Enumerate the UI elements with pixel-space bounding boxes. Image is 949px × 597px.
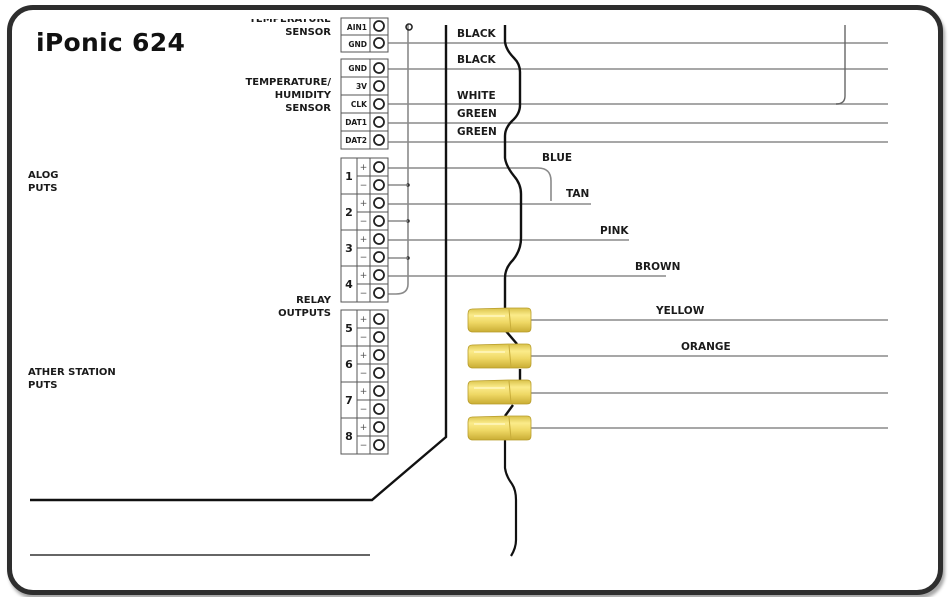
relay-channel-8 bbox=[340, 417, 389, 455]
terminal-screw-icon bbox=[373, 80, 385, 92]
wire-label-green-2: GREEN bbox=[457, 126, 497, 138]
temp-sensor-terminal bbox=[340, 17, 389, 53]
bus-end-mark bbox=[405, 23, 413, 31]
temp-humidity-terminal bbox=[340, 58, 389, 150]
wire-nut-icon bbox=[467, 415, 532, 441]
relay-number: 2 bbox=[345, 206, 353, 219]
polarity-plus: + bbox=[360, 423, 368, 433]
relay-channel-4 bbox=[340, 265, 389, 303]
terminal-screw-icon bbox=[373, 215, 385, 227]
relay-number: 1 bbox=[345, 170, 353, 183]
relay-number: 8 bbox=[345, 430, 353, 443]
wire-label-black-1: BLACK bbox=[457, 28, 496, 40]
relay-channel-7 bbox=[340, 381, 389, 419]
terminal-screw-icon bbox=[373, 403, 385, 415]
main-cable-lower bbox=[503, 440, 518, 557]
polarity-minus: − bbox=[360, 333, 368, 343]
relay-number: 7 bbox=[345, 394, 353, 407]
polarity-plus: + bbox=[360, 315, 368, 325]
polarity-plus: + bbox=[360, 387, 368, 397]
terminal-screws bbox=[373, 20, 385, 451]
relay-number: 4 bbox=[345, 278, 353, 291]
terminal-screw-icon bbox=[373, 179, 385, 191]
terminal-screw-icon bbox=[373, 269, 385, 281]
pin-label: 3V bbox=[356, 82, 367, 91]
label-weather-station-inputs: ATHER STATION PUTS bbox=[28, 367, 116, 391]
relay-channel-1 bbox=[340, 157, 389, 195]
relay-wires bbox=[388, 167, 666, 277]
wire-label-orange: ORANGE bbox=[681, 341, 731, 353]
terminal-screw-icon bbox=[373, 439, 385, 451]
polarity-minus: − bbox=[360, 369, 368, 379]
relay-number: 3 bbox=[345, 242, 353, 255]
polarity-minus: − bbox=[360, 253, 368, 263]
terminal-screw-icon bbox=[373, 116, 385, 128]
pin-label: GND bbox=[348, 64, 367, 73]
polarity-minus: − bbox=[360, 289, 368, 299]
relay-number: 6 bbox=[345, 358, 353, 371]
cable-link-3 bbox=[504, 404, 514, 417]
main-cable bbox=[503, 25, 523, 308]
terminal-screw-icon bbox=[373, 161, 385, 173]
terminal-screw-icon bbox=[373, 421, 385, 433]
wire-nut-icon bbox=[467, 343, 532, 369]
terminal-screw-icon bbox=[373, 287, 385, 299]
relay-terminal-block bbox=[340, 157, 389, 455]
relay-number: 5 bbox=[345, 322, 353, 335]
terminal-screw-icon bbox=[373, 367, 385, 379]
relay-channel-5 bbox=[340, 309, 389, 347]
polarity-minus: − bbox=[360, 405, 368, 415]
terminal-screw-icon bbox=[373, 313, 385, 325]
pin-label: CLK bbox=[351, 100, 368, 109]
pin-label: DAT2 bbox=[345, 136, 367, 145]
wire-label-yellow: YELLOW bbox=[656, 305, 705, 317]
polarity-minus: − bbox=[360, 441, 368, 451]
label-analog-outputs: ALOG PUTS bbox=[28, 170, 59, 194]
wire-nut-icon bbox=[467, 379, 532, 405]
terminal-screw-icon bbox=[373, 233, 385, 245]
wire-label-blue: BLUE bbox=[542, 152, 573, 164]
label-temp-humidity-sensor: TEMPERATURE/ HUMIDITY SENSOR bbox=[245, 77, 331, 114]
terminal-screw-icon bbox=[373, 62, 385, 74]
wire-label-white: WHITE bbox=[457, 90, 496, 102]
wire-label-brown: BROWN bbox=[635, 261, 681, 273]
wire-blue bbox=[388, 167, 552, 201]
polarity-plus: + bbox=[360, 235, 368, 245]
label-temperature-sensor: TEMPERATURE SENSOR bbox=[249, 14, 331, 38]
wire-label-green-1: GREEN bbox=[457, 108, 497, 120]
bus-taps bbox=[388, 184, 408, 259]
polarity-minus: − bbox=[360, 217, 368, 227]
polarity-plus: + bbox=[360, 271, 368, 281]
wire-label-pink: PINK bbox=[600, 225, 629, 237]
relay-common-bus bbox=[388, 25, 409, 295]
terminal-screw-icon bbox=[373, 251, 385, 263]
terminal-screw-icon bbox=[373, 349, 385, 361]
terminal-screw-icon bbox=[373, 134, 385, 146]
enclosure-edge bbox=[30, 25, 448, 502]
terminal-screw-icon bbox=[373, 37, 385, 49]
terminal-screw-icon bbox=[373, 20, 385, 32]
polarity-plus: + bbox=[360, 351, 368, 361]
terminal-screw-icon bbox=[373, 331, 385, 343]
terminal-screw-icon bbox=[373, 385, 385, 397]
sensor-wires bbox=[388, 42, 888, 143]
device-title: iPonic 624 bbox=[36, 28, 186, 57]
wire-white-return bbox=[835, 25, 846, 105]
polarity-minus: − bbox=[360, 181, 368, 191]
terminal-screw-icon bbox=[373, 98, 385, 110]
terminal-screw-icon bbox=[373, 197, 385, 209]
pin-label: GND bbox=[348, 40, 367, 49]
label-relay-outputs: RELAY OUTPUTS bbox=[278, 295, 331, 319]
relay-channel-6 bbox=[340, 345, 389, 383]
nut-wires bbox=[530, 319, 888, 429]
relay-channel-2 bbox=[340, 193, 389, 231]
wire-label-tan: TAN bbox=[566, 188, 590, 200]
pin-label: AIN1 bbox=[347, 23, 367, 32]
wire-nut-icon bbox=[467, 307, 532, 333]
pin-label: DAT1 bbox=[345, 118, 367, 127]
polarity-plus: + bbox=[360, 163, 368, 173]
polarity-plus: + bbox=[360, 199, 368, 209]
wire-label-black-2: BLACK bbox=[457, 54, 496, 66]
